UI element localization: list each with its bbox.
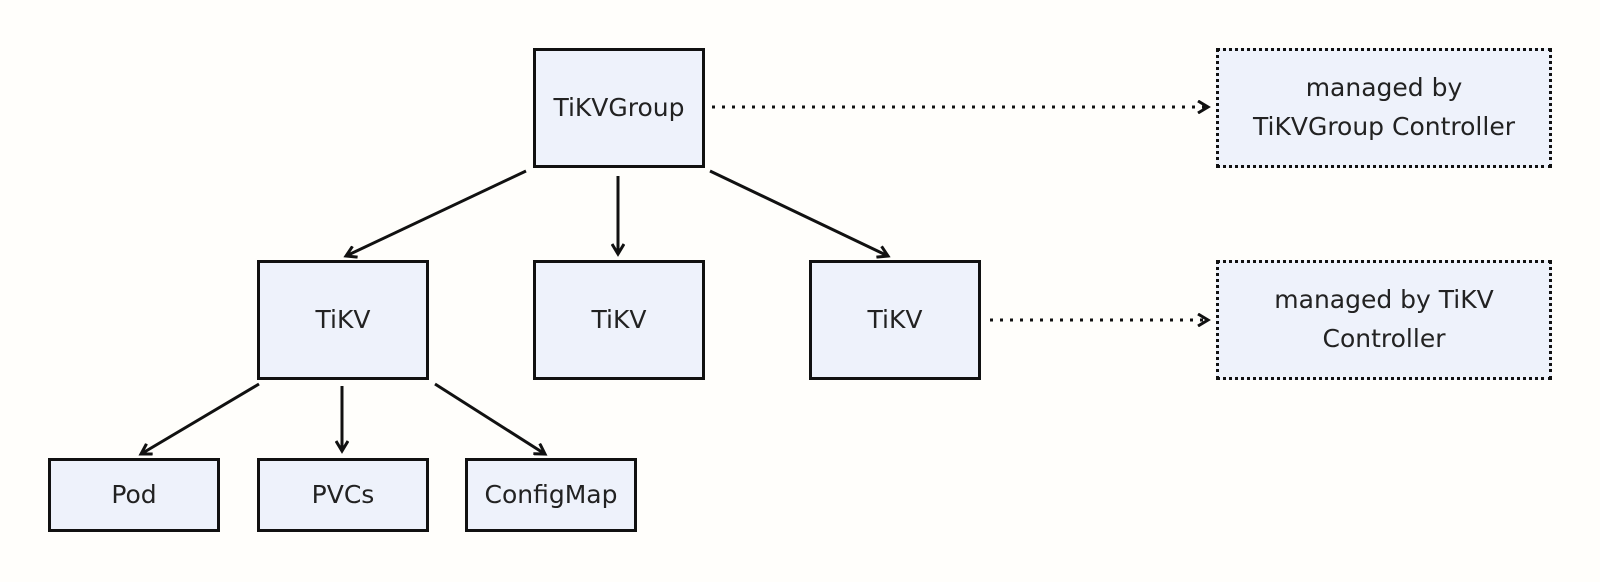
tikv-node-right: TiKV bbox=[809, 260, 981, 380]
tikv-node-middle: TiKV bbox=[533, 260, 705, 380]
tikv-node-left: TiKV bbox=[257, 260, 429, 380]
edge-tikv-to-configmap bbox=[434, 382, 545, 454]
tikv-controller-note-line1: managed by TiKV bbox=[1274, 285, 1494, 315]
configmap-label: ConfigMap bbox=[484, 479, 618, 509]
tikvgroup-label: TiKVGroup bbox=[553, 92, 685, 122]
edge-group-to-tikv-left bbox=[346, 169, 527, 256]
tikv-controller-note-text: managed by TiKV Controller bbox=[1274, 281, 1493, 359]
edge-group-to-tikv-right bbox=[709, 169, 888, 256]
pod-label: Pod bbox=[111, 479, 157, 509]
tikvgroup-node: TiKVGroup bbox=[533, 48, 705, 168]
pod-node: Pod bbox=[48, 458, 220, 532]
tikv-left-label: TiKV bbox=[315, 304, 371, 334]
tikv-middle-label: TiKV bbox=[591, 304, 647, 334]
tikvgroup-controller-note: managed by TiKVGroup Controller bbox=[1216, 48, 1552, 168]
configmap-node: ConfigMap bbox=[465, 458, 637, 532]
tikvgroup-controller-note-line2: TiKVGroup Controller bbox=[1253, 112, 1515, 141]
tikvgroup-controller-note-line1: managed by bbox=[1305, 73, 1463, 103]
tikv-controller-note-line2: Controller bbox=[1322, 324, 1446, 353]
tikv-right-label: TiKV bbox=[867, 304, 923, 334]
pvcs-node: PVCs bbox=[257, 458, 429, 532]
edge-tikv-to-pod bbox=[141, 382, 260, 454]
pvcs-label: PVCs bbox=[311, 479, 375, 509]
tikvgroup-controller-note-text: managed by TiKVGroup Controller bbox=[1253, 69, 1515, 147]
tikv-controller-note: managed by TiKV Controller bbox=[1216, 260, 1552, 380]
